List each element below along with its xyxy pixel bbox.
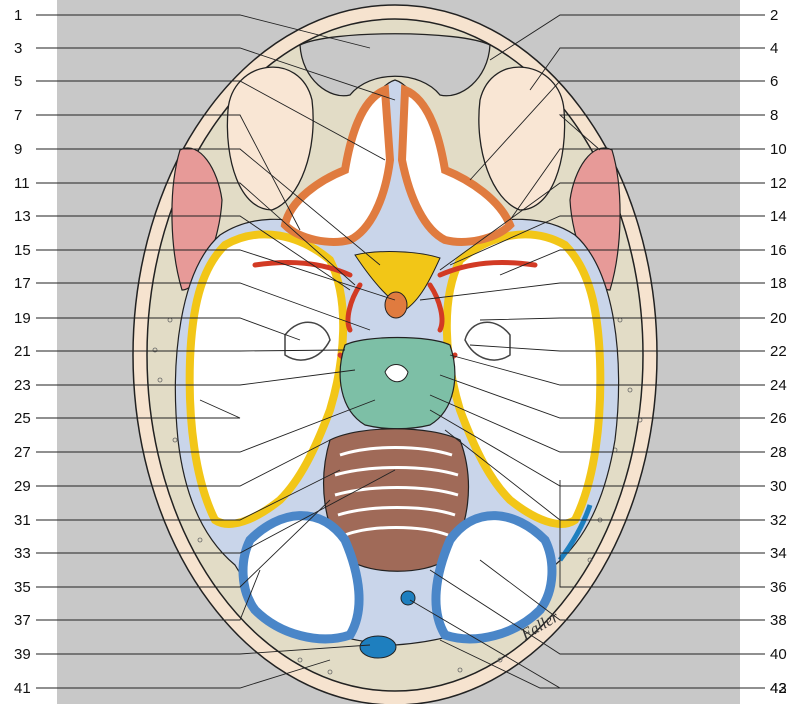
label-number: 5 (14, 73, 22, 90)
label-number: 34 (770, 545, 787, 562)
label-number: 39 (14, 646, 31, 663)
label-number: 3 (14, 40, 22, 57)
label-number: 37 (14, 612, 31, 629)
label-number: 40 (770, 646, 787, 663)
label-number: 32 (770, 512, 787, 529)
label-number: 17 (14, 275, 31, 292)
label-number: 25 (14, 410, 31, 427)
label-number: 36 (770, 579, 787, 596)
label-number: 33 (14, 545, 31, 562)
midbrain (340, 338, 455, 429)
label-number: 20 (770, 310, 787, 327)
label-number: 13 (14, 208, 31, 225)
confluence-of-sinuses (360, 636, 396, 658)
label-number: 12 (770, 175, 787, 192)
label-number: 8 (770, 107, 778, 124)
label-number: 1 (14, 7, 22, 24)
label-number: 26 (770, 410, 787, 427)
label-number: 27 (14, 444, 31, 461)
label-number: 31 (14, 512, 31, 529)
label-number: 21 (14, 343, 31, 360)
cerebellar-hemisphere-left (243, 516, 359, 639)
pituitary-stalk (385, 292, 407, 318)
label-number: 18 (770, 275, 787, 292)
label-number: 16 (770, 242, 787, 259)
label-number: 30 (770, 478, 787, 495)
label-number: 41 (14, 680, 31, 697)
label-number: 19 (14, 310, 31, 327)
label-number: 6 (770, 73, 778, 90)
label-number: 23 (14, 377, 31, 394)
label-number: 24 (770, 377, 787, 394)
label-number: 28 (770, 444, 787, 461)
label-number: 38 (770, 612, 787, 629)
label-number: 43 (770, 680, 787, 697)
label-number: 7 (14, 107, 22, 124)
label-number: 9 (14, 141, 22, 158)
label-number: 35 (14, 579, 31, 596)
label-number: 29 (14, 478, 31, 495)
label-number: 22 (770, 343, 787, 360)
label-number: 15 (14, 242, 31, 259)
label-number: 14 (770, 208, 787, 225)
label-number: 11 (14, 175, 30, 192)
label-number: 10 (770, 141, 787, 158)
label-number: 2 (770, 7, 778, 24)
straight-sinus (401, 591, 415, 605)
label-number: 4 (770, 40, 778, 57)
